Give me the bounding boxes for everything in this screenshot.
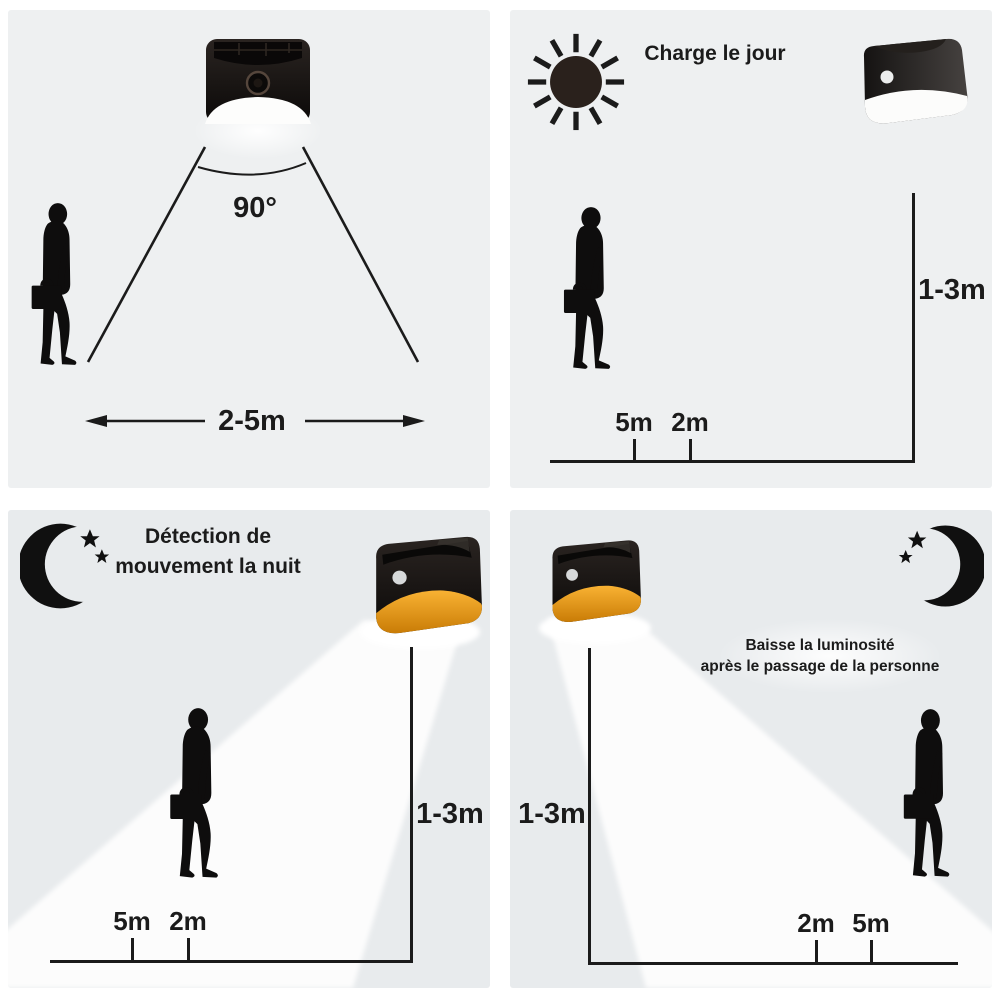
tick-2m bbox=[689, 439, 692, 460]
ground-line bbox=[50, 960, 413, 963]
height-measure-line bbox=[912, 193, 915, 462]
person-silhouette bbox=[168, 707, 220, 880]
tick-2m bbox=[815, 940, 818, 962]
panel-title: Charge le jour bbox=[644, 42, 786, 65]
height-label: 1-3m bbox=[918, 274, 986, 306]
range-label: 2-5m bbox=[218, 405, 286, 437]
tick-5m bbox=[633, 439, 636, 460]
note-line2: après le passage de la personne bbox=[700, 658, 940, 675]
panel-detection-angle: 90° 2-5m bbox=[8, 10, 490, 488]
tick-label-2m: 2m bbox=[169, 906, 207, 936]
height-measure-line bbox=[588, 648, 591, 963]
ground-line bbox=[588, 962, 958, 965]
note-line1: Baisse la luminosité bbox=[745, 637, 895, 654]
note-halo bbox=[680, 606, 980, 706]
panel-title-line1: Détection de bbox=[144, 525, 272, 548]
tick-label-5m: 5m bbox=[852, 908, 890, 938]
tick-5m bbox=[131, 938, 134, 960]
tick-5m bbox=[870, 940, 873, 962]
panel-day-charge: Charge le jour 5m 2m 1-3m bbox=[510, 10, 992, 488]
height-label: 1-3m bbox=[518, 798, 586, 830]
wall-lamp-lit-icon bbox=[552, 540, 641, 622]
tick-2m bbox=[187, 938, 190, 960]
ground-line bbox=[550, 460, 915, 463]
wall-lamp-lit-icon bbox=[376, 536, 482, 634]
range-arrow-right-head bbox=[403, 415, 425, 427]
range-arrow-left-head bbox=[85, 415, 107, 427]
tick-label-5m: 5m bbox=[113, 906, 151, 936]
panel-dim-after-pass: Baisse la luminosité après le passage de… bbox=[510, 510, 992, 988]
person-silhouette bbox=[29, 202, 79, 367]
height-measure-line bbox=[410, 647, 413, 962]
angle-label: 90° bbox=[233, 192, 277, 224]
person-silhouette bbox=[901, 708, 952, 879]
wall-lamp-side-icon bbox=[863, 38, 968, 124]
person-silhouette bbox=[562, 206, 612, 371]
cone-right-line bbox=[301, 146, 420, 363]
height-label: 1-3m bbox=[416, 798, 484, 830]
moon-stars-icon bbox=[896, 522, 984, 610]
tick-label-2m: 2m bbox=[671, 407, 709, 437]
panel-title-line2: mouvement la nuit bbox=[115, 555, 301, 578]
panel-night-detection: Détection de mouvement la nuit 5m 2m 1-3… bbox=[8, 510, 490, 988]
detection-cone bbox=[85, 146, 425, 427]
cone-left-line bbox=[86, 146, 207, 363]
tick-label-2m: 2m bbox=[797, 908, 835, 938]
angle-arc bbox=[197, 162, 307, 176]
tick-label-5m: 5m bbox=[615, 407, 653, 437]
